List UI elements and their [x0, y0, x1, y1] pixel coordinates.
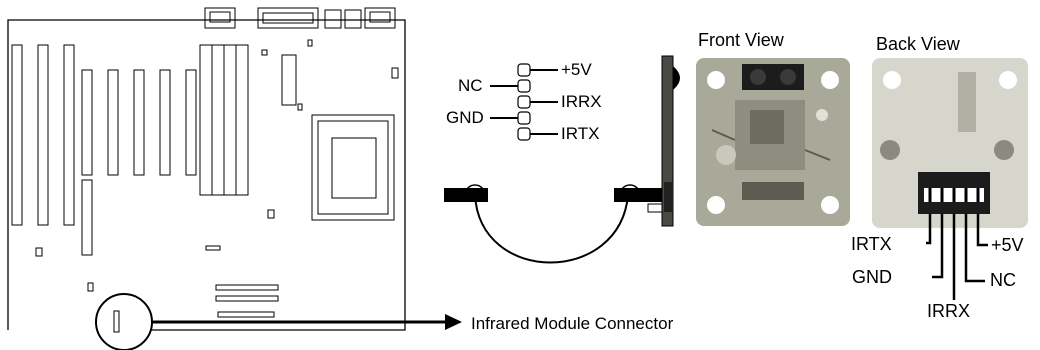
front-view-title: Front View [698, 30, 784, 50]
back-label-irrx: IRRX [927, 301, 971, 321]
pin-header-leads [490, 69, 558, 135]
label-nc: NC [458, 76, 483, 95]
back-label-gnd: GND [852, 267, 892, 287]
small-components [35, 39, 399, 318]
cpu-socket [311, 114, 395, 221]
rear-io-connectors [204, 7, 396, 29]
ir-cable [444, 184, 665, 264]
connector-caption: Infrared Module Connector [471, 314, 674, 333]
front-view-photo [696, 58, 850, 226]
label-irrx: IRRX [561, 92, 602, 111]
label-plus5v: +5V [561, 60, 592, 79]
label-irtx: IRTX [561, 124, 600, 143]
connector-callout [95, 293, 462, 350]
label-gnd: GND [446, 108, 484, 127]
back-label-nc: NC [990, 270, 1016, 290]
back-view-title: Back View [876, 34, 960, 54]
isa-slots [11, 44, 75, 226]
back-label-irtx: IRTX [851, 234, 892, 254]
pci-slots [81, 69, 197, 256]
back-view-leads [926, 214, 988, 300]
motherboard-outline [7, 19, 406, 331]
back-label-plus5v: +5V [991, 235, 1024, 255]
back-view-photo [872, 58, 1028, 228]
memory-sockets [199, 44, 297, 196]
module-side-view [661, 55, 680, 227]
pin-header [517, 63, 531, 141]
